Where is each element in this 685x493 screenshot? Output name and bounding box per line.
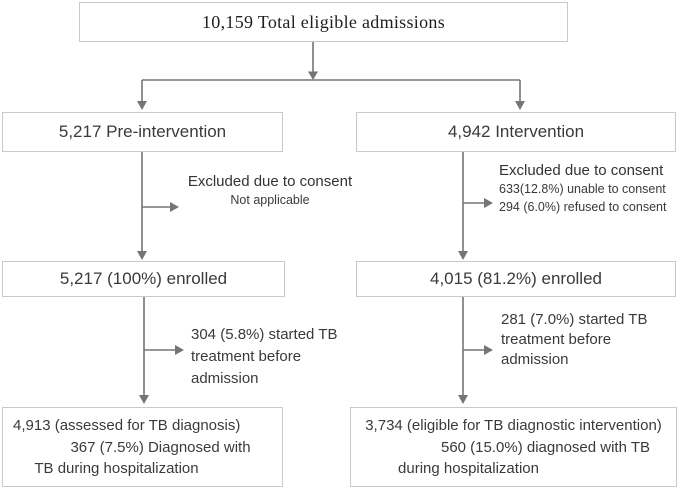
pre-intervention-label: 5,217 Pre-intervention	[58, 122, 227, 141]
pre-enrolled-box: 5,217 (100%) enrolled	[2, 261, 285, 297]
pre-exclusion-heading: Excluded due to consent	[187, 173, 353, 190]
pre-intervention-box: 5,217 Pre-intervention	[2, 112, 283, 152]
int-outcome-line-2: 560 (15.0%) diagnosed with TB	[440, 438, 651, 456]
pre-treatment-line-1: 304 (5.8%) started TB	[191, 326, 338, 343]
total-admissions-label: 10,159 Total eligible admissions	[202, 11, 445, 32]
pre-exclusion-line: Not applicable	[230, 193, 310, 208]
arrowhead-into-pre-outcome	[139, 395, 149, 404]
intervention-exclusion-note: Excluded due to consent 633(12.8%) unabl…	[499, 162, 685, 214]
int-exclusion-line-unable: 633(12.8%) unable to consent	[499, 182, 666, 197]
int-exclusion-heading: Excluded due to consent	[499, 162, 664, 179]
intervention-enrolled-box: 4,015 (81.2%) enrolled	[356, 261, 676, 297]
arrowhead-total-to-split	[308, 71, 318, 80]
intervention-outcome-box: 3,734 (eligible for TB diagnostic interv…	[350, 407, 677, 487]
arrowhead-pre-treatment	[175, 345, 184, 355]
int-outcome-line-3: during hospitalization	[398, 460, 539, 477]
arrowhead-int-exclusion	[484, 198, 493, 208]
int-treatment-line-3: admission	[501, 351, 569, 368]
arrowhead-into-intervention	[515, 101, 525, 110]
pre-outcome-line-2: 367 (7.5%) Diagnosed with	[70, 438, 251, 456]
pre-treatment-line-3: admission	[191, 370, 259, 387]
intervention-box: 4,942 Intervention	[356, 112, 676, 152]
arrowhead-pre-exclusion	[170, 202, 179, 212]
arrowhead-into-int-enrolled	[458, 251, 468, 260]
int-treatment-line-1: 281 (7.0%) started TB	[501, 311, 648, 328]
pre-outcome-line-1: 4,913 (assessed for TB diagnosis)	[13, 417, 241, 434]
pre-outcome-line-3: TB during hospitalization	[34, 460, 199, 477]
pre-exclusion-note: Excluded due to consent Not applicable	[178, 173, 362, 208]
arrowhead-into-pre-enrolled	[137, 251, 147, 260]
int-outcome-line-1: 3,734 (eligible for TB diagnostic interv…	[365, 417, 662, 434]
intervention-treatment-note: 281 (7.0%) started TB treatment before a…	[501, 310, 647, 370]
arrowhead-int-treatment	[484, 345, 493, 355]
intervention-label: 4,942 Intervention	[447, 122, 585, 141]
pre-enrolled-label: 5,217 (100%) enrolled	[59, 269, 228, 288]
int-treatment-line-2: treatment before	[501, 331, 612, 348]
arrowhead-into-preintervention	[137, 101, 147, 110]
int-exclusion-line-refused: 294 (6.0%) refused to consent	[499, 199, 667, 214]
total-admissions-box: 10,159 Total eligible admissions	[79, 2, 568, 42]
arrowhead-into-int-outcome	[458, 395, 468, 404]
pre-outcome-box: 4,913 (assessed for TB diagnosis) 367 (7…	[2, 407, 283, 487]
pre-treatment-note: 304 (5.8%) started TB treatment before a…	[191, 324, 337, 390]
pre-treatment-line-2: treatment before	[191, 348, 302, 365]
int-enrolled-label: 4,015 (81.2%) enrolled	[429, 269, 602, 288]
